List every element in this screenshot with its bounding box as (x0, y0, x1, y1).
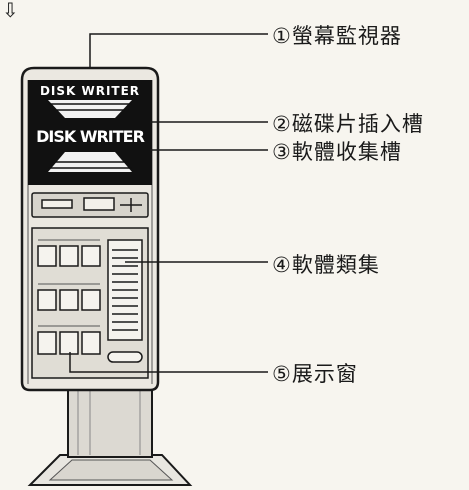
leader-line-monitor (89, 33, 268, 68)
software-collection-slot (31, 192, 149, 218)
monitor (28, 80, 152, 185)
leader-lines (69, 33, 268, 373)
callout-software-categories: ④軟體類集 (272, 253, 380, 277)
down-arrow-icon: ⇩ (2, 0, 19, 22)
callout-disk-insert-slot: ②磁碟片插入槽 (272, 112, 424, 136)
display-window (37, 331, 143, 363)
callout-display-window: ⑤展示窗 (272, 362, 358, 386)
screen-logo-text: DISK WRITER (36, 127, 144, 146)
machine-pedestal (67, 384, 153, 458)
callout-software-collection-slot: ③軟體收集槽 (272, 140, 402, 164)
callout-monitor: ①螢幕監視器 (272, 24, 402, 48)
leader-line-display-window (69, 352, 268, 373)
machine-header-text: DISK WRITER (40, 84, 140, 98)
machine-base (27, 454, 193, 486)
